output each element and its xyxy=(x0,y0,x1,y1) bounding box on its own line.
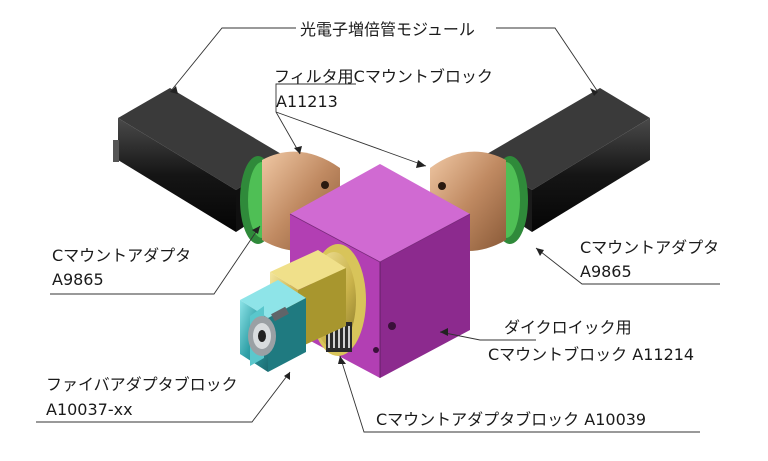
label-filter-block-name: フィルタ用Cマウントブロック xyxy=(274,67,493,86)
label-dichroic-name: ダイクロイック用 xyxy=(504,318,632,337)
label-cmount-left-code: A9865 xyxy=(52,270,104,289)
label-cmount-adapter-block: Cマウントアダプタブロック A10039 xyxy=(376,410,647,429)
fiber-adapter-block xyxy=(240,280,306,372)
label-cmount-right-name: Cマウントアダプタ xyxy=(580,238,720,257)
leader-lines xyxy=(36,27,720,433)
label-filter-block-code: A11213 xyxy=(276,92,338,111)
label-pmt-module: 光電子増倍管モジュール xyxy=(300,20,475,39)
label-cmount-right-code: A9865 xyxy=(580,262,632,281)
label-fiber-block-code: A10037-xx xyxy=(46,400,133,419)
label-dichroic-code: Cマウントブロック A11214 xyxy=(488,345,695,364)
label-fiber-block-name: ファイバアダプタブロック xyxy=(46,375,238,394)
label-cmount-left-name: Cマウントアダプタ xyxy=(52,246,192,265)
